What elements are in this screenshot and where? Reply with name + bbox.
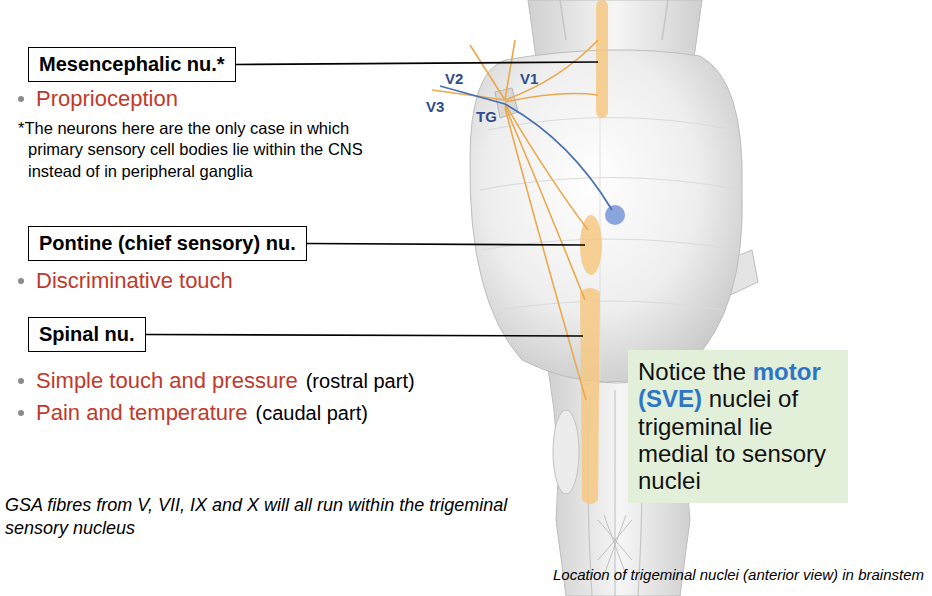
ganglion-label: TG (476, 108, 497, 125)
label-row: Simple touch and pressure (rostral part) (18, 368, 415, 394)
bullet-dot (18, 378, 24, 384)
label-row: Proprioception (18, 86, 186, 112)
label-row: GSA fibres from V, VII, IX and X will al… (5, 494, 535, 541)
node-text: Notice the (638, 358, 746, 385)
pons-striation (480, 118, 742, 311)
label-row: *The neurons here are the only case in w… (18, 118, 403, 182)
label-row: V1 (520, 70, 538, 87)
label-row: V2 (445, 70, 463, 87)
note-box: Notice themotor (SVE)nuclei of trigemina… (628, 350, 848, 503)
peduncle-line (560, 0, 668, 40)
sensory-fibres (432, 40, 598, 400)
bullet-dot (18, 410, 24, 416)
note-text: GSA fibres from V, VII, IX and X will al… (5, 494, 535, 541)
label-row: Discriminative touch (18, 268, 241, 294)
leader-line (307, 244, 585, 246)
label-row: TG (476, 108, 497, 125)
function-text: (rostral part) (306, 370, 415, 393)
figure-caption: Location of trigeminal nuclei (anterior … (553, 566, 924, 583)
footnote-text: *The neurons here are the only case in w… (18, 118, 403, 182)
function-text: Simple touch and pressure (36, 368, 298, 394)
function-text: Pain and temperature (36, 400, 248, 426)
nucleus-label-box: Mesencephalic nu.* (28, 47, 236, 82)
olive (553, 410, 579, 494)
leader-line (236, 62, 598, 65)
function-text: Discriminative touch (36, 268, 233, 294)
function-text: Proprioception (36, 86, 178, 112)
motor-fibre (440, 86, 612, 210)
mesencephalic-nucleus (596, 0, 608, 118)
nucleus-label-box: Pontine (chief sensory) nu. (28, 226, 307, 261)
nerve-label: V3 (426, 98, 444, 115)
bullet-dot (18, 96, 24, 102)
node-text: Spinal nu. (39, 323, 135, 345)
nerve-label: V2 (445, 70, 463, 87)
bullet-dot (18, 278, 24, 284)
nerve-label: V1 (520, 70, 538, 87)
leader-line (146, 335, 583, 337)
label-row: Pain and temperature (caudal part) (18, 400, 368, 426)
nucleus-label-box: Spinal nu. (28, 317, 146, 352)
node-text: Pontine (chief sensory) nu. (39, 232, 296, 254)
spinal-nucleus (580, 288, 600, 504)
node-text: Mesencephalic nu.* (39, 53, 225, 75)
function-text: (caudal part) (256, 402, 368, 425)
label-row: V3 (426, 98, 444, 115)
motor-nucleus (605, 205, 625, 225)
